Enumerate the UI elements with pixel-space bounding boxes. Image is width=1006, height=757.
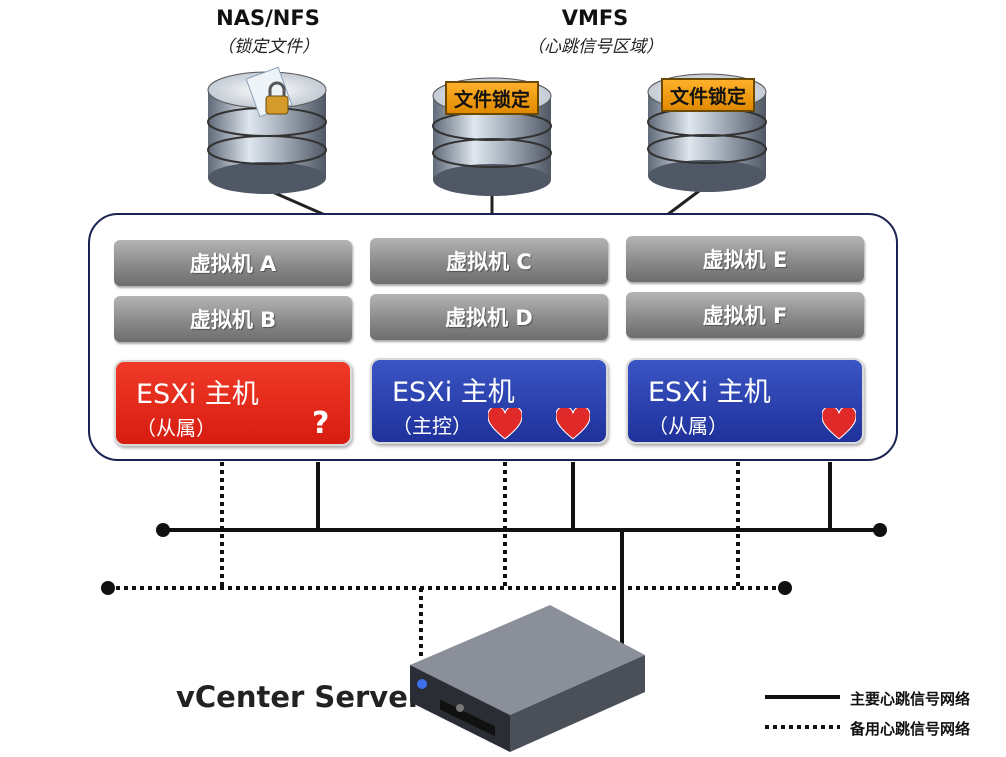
- vcenter-label: vCenter Server: [176, 680, 423, 714]
- host-role: （从属）: [136, 416, 216, 440]
- legend-primary-label: 主要心跳信号网络: [850, 690, 971, 708]
- vmfs-subtitle: （心跳信号区域）: [527, 37, 663, 57]
- nas-database-icon: [207, 66, 327, 194]
- vmfs-file-lock-label-2: 文件锁定: [661, 78, 755, 112]
- legend-backup-label: 备用心跳信号网络: [850, 720, 971, 738]
- primary-bus-end-right: [873, 523, 887, 537]
- esxi-host-slave-1[interactable]: ESXi 主机 （从属） ?: [114, 360, 352, 446]
- heart-icon: [488, 408, 522, 440]
- host-status-unknown: ?: [312, 406, 330, 441]
- vm-a[interactable]: 虚拟机 A: [114, 240, 352, 286]
- vmfs-file-lock-label-1: 文件锁定: [445, 81, 539, 115]
- host-title: ESXi 主机: [136, 379, 259, 410]
- vm-f[interactable]: 虚拟机 F: [626, 292, 864, 338]
- server-icon[interactable]: [400, 600, 650, 755]
- backup-bus-end-left: [101, 581, 115, 595]
- vm-c[interactable]: 虚拟机 C: [370, 238, 608, 284]
- nas-subtitle: （锁定文件）: [217, 37, 319, 57]
- heart-icon: [556, 408, 590, 440]
- host-role: （主控）: [392, 414, 472, 438]
- nas-connection-line: [267, 188, 326, 217]
- host-title: ESXi 主机: [648, 377, 771, 408]
- vm-d[interactable]: 虚拟机 D: [370, 294, 608, 340]
- host-title: ESXi 主机: [392, 377, 515, 408]
- nas-title: NAS/NFS: [216, 6, 320, 30]
- host-role: （从属）: [648, 414, 728, 438]
- esxi-host-slave-2[interactable]: ESXi 主机 （从属）: [626, 358, 864, 444]
- heart-icon: [822, 408, 856, 440]
- vmfs-title: VMFS: [561, 6, 629, 30]
- vm-e[interactable]: 虚拟机 E: [626, 236, 864, 282]
- vm-b[interactable]: 虚拟机 B: [114, 296, 352, 342]
- primary-bus-end-left: [156, 523, 170, 537]
- backup-bus-end-right: [778, 581, 792, 595]
- esxi-host-master[interactable]: ESXi 主机 （主控）: [370, 358, 608, 444]
